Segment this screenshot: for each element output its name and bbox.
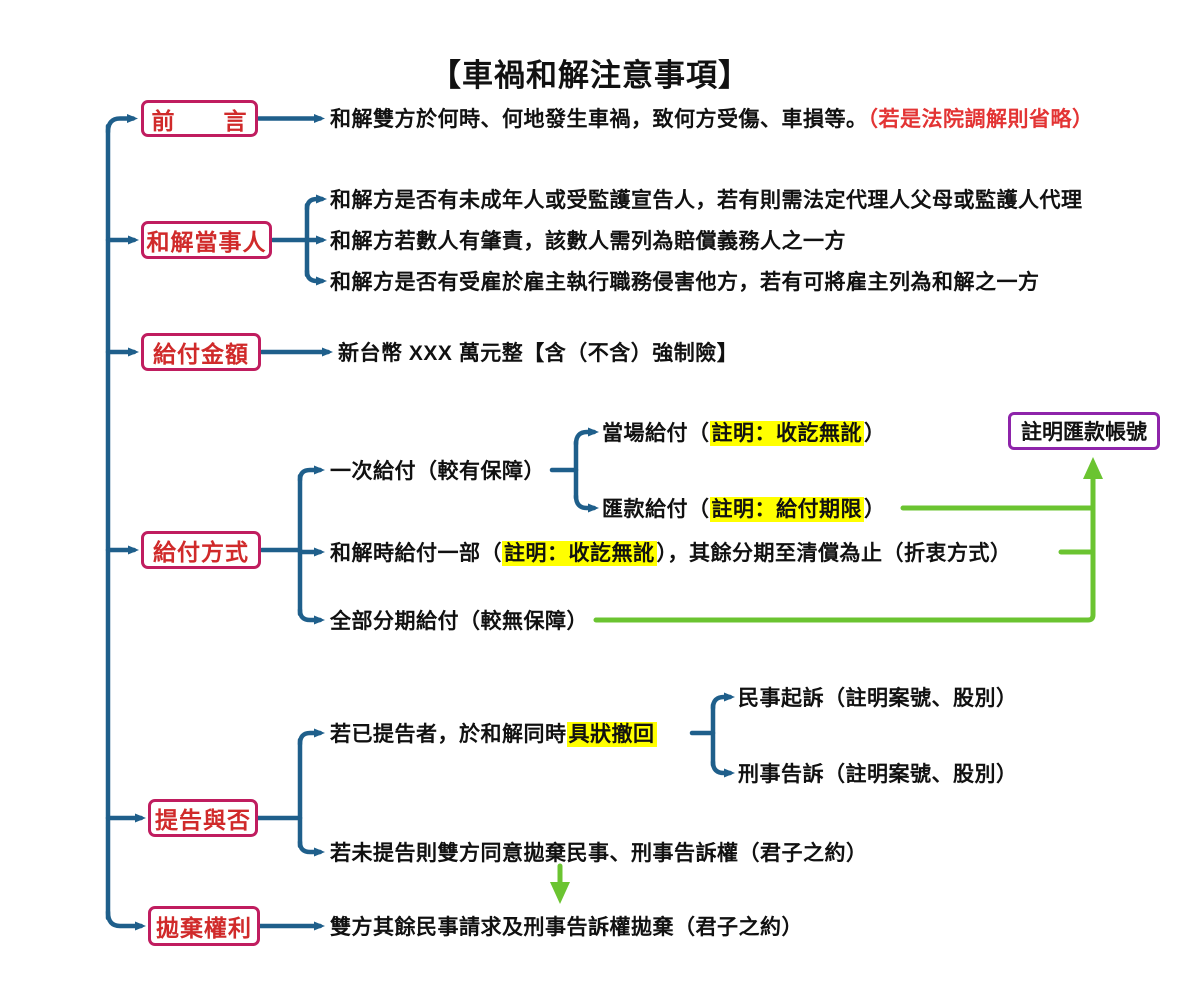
parties-item-2: 和解方若數人有肇責，該數人需列為賠償義務人之一方 (330, 225, 846, 255)
parties-item-2-text: 和解方若數人有肇責，該數人需列為賠償義務人之一方 (330, 230, 846, 253)
filed-highlight: 具狀撤回 (566, 722, 657, 747)
node-lawsuit: 提告與否 (148, 799, 258, 837)
node-preface-label: 前 言 (151, 107, 248, 134)
civil-suit-text: 民事起訴（註明案號、股別） (738, 687, 1018, 710)
parties-item-1-text: 和解方是否有未成年人或受監護宣告人，若有則需法定代理人父母或監護人代理 (330, 189, 1083, 212)
node-method: 給付方式 (141, 531, 261, 569)
installment-text: 全部分期給付（較無保障） (330, 610, 588, 633)
remit-account-note-box: 註明匯款帳號 (1008, 412, 1160, 450)
node-parties: 和解當事人 (141, 221, 272, 259)
node-parties-label: 和解當事人 (146, 229, 267, 255)
remit-suffix: ） (864, 498, 886, 521)
parties-bottom-elbow (304, 268, 327, 286)
parties-item-3-text: 和解方是否有受雇於雇主執行職務侵害他方，若有可將雇主列為和解之一方 (330, 271, 1040, 294)
parties-top-elbow (304, 194, 327, 212)
node-amount: 給付金額 (141, 333, 261, 371)
waiver-text: 雙方其餘民事請求及刑事告訴權拋棄（君子之約） (330, 916, 803, 939)
criminal-suit-text: 刑事告訴（註明案號、股別） (738, 763, 1018, 786)
lawsuit-bottom-elbow (297, 839, 325, 857)
node-preface: 前 言 (141, 100, 258, 137)
once-payment-line: 一次給付（較有保障） (330, 455, 545, 485)
lawsuit-top-elbow (297, 728, 325, 747)
onsite-highlight: 註明：收訖無訛 (709, 421, 864, 446)
partial-suffix: ），其餘分期至清償為止（折衷方式） (656, 542, 1012, 565)
partial-highlight: 註明：收訖無訛 (502, 541, 657, 566)
partial-prefix: 和解時給付一部（ (330, 542, 502, 565)
installment-payment-line: 全部分期給付（較無保障） (330, 605, 588, 635)
not-filed-line: 若未提告則雙方同意拋棄民事、刑事告訴權（君子之約） (330, 837, 868, 867)
stub-waiver (105, 909, 146, 931)
method-bottom-elbow (297, 607, 325, 625)
page-title: 【車禍和解注意事項】 (430, 58, 750, 93)
civil-suit-line: 民事起訴（註明案號、股別） (738, 682, 1018, 712)
preface-red-note: （若是法院調解則省略） (867, 108, 1094, 131)
amount-text: 新台幣 XXX 萬元整【含（不含）強制險】 (338, 342, 739, 365)
filed-line: 若已提告者，於和解同時具狀撤回 (330, 718, 657, 748)
withdraw-top-elbow (710, 692, 735, 711)
onsite-payment-line: 當場給付（註明：收訖無訛） (602, 417, 886, 447)
remit-highlight: 註明：給付期限 (709, 497, 864, 522)
once-bottom-elbow (573, 493, 599, 513)
parties-item-3: 和解方是否有受雇於雇主執行職務侵害他方，若有可將雇主列為和解之一方 (330, 266, 1040, 296)
onsite-suffix: ） (864, 422, 886, 445)
once-payment-text: 一次給付（較有保障） (330, 460, 545, 483)
node-waiver-label: 拋棄權利 (156, 915, 252, 941)
filed-prefix: 若已提告者，於和解同時 (330, 723, 567, 746)
node-waiver: 拋棄權利 (148, 906, 260, 946)
method-top-elbow (297, 465, 325, 483)
node-amount-label: 給付金額 (153, 341, 249, 367)
stub-preface (105, 114, 138, 135)
partial-payment-line: 和解時給付一部（註明：收訖無訛），其餘分期至清償為止（折衷方式） (330, 537, 1012, 567)
green-arrow-to-note (593, 457, 1103, 623)
once-top-elbow (573, 427, 599, 447)
onsite-prefix: 當場給付（ (602, 422, 710, 445)
preface-text: 和解雙方於何時、何地發生車禍，致何方受傷、車損等。 (330, 108, 868, 131)
amount-text-line: 新台幣 XXX 萬元整【含（不含）強制險】 (338, 337, 738, 367)
withdraw-bottom-elbow (710, 759, 735, 778)
node-lawsuit-label: 提告與否 (155, 807, 251, 833)
parties-item-1: 和解方是否有未成年人或受監護宣告人，若有則需法定代理人父母或監護人代理 (330, 184, 1083, 214)
remit-prefix: 匯款給付（ (602, 498, 710, 521)
waiver-text-line: 雙方其餘民事請求及刑事告訴權拋棄（君子之約） (330, 911, 803, 941)
preface-text-line: 和解雙方於何時、何地發生車禍，致何方受傷、車損等。（若是法院調解則省略） (330, 103, 1094, 133)
remit-account-note-label: 註明匯款帳號 (1021, 421, 1147, 444)
criminal-suit-line: 刑事告訴（註明案號、股別） (738, 758, 1018, 788)
node-method-label: 給付方式 (153, 539, 249, 565)
remit-payment-line: 匯款給付（註明：給付期限） (602, 493, 886, 523)
not-filed-text: 若未提告則雙方同意拋棄民事、刑事告訴權（君子之約） (330, 842, 868, 865)
